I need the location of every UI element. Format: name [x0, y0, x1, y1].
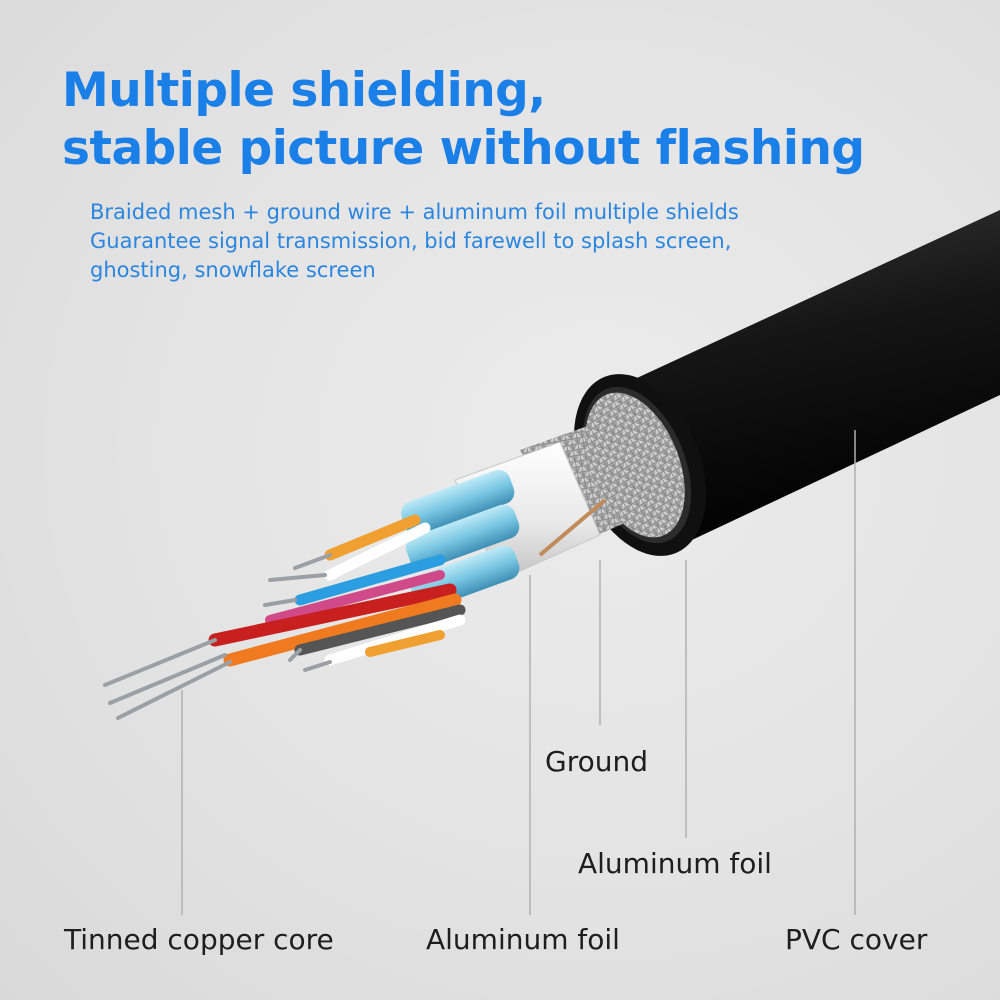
- tinned-copper-strands: [103, 553, 332, 720]
- description: Braided mesh + ground wire + aluminum fo…: [90, 198, 739, 285]
- label-ground: Ground: [545, 745, 648, 778]
- headline-line-1: Multiple shielding,: [62, 63, 546, 118]
- label-pvc-cover: PVC cover: [785, 923, 928, 956]
- label-tinned-copper-core: Tinned copper core: [64, 923, 334, 956]
- label-aluminum-foil-upper: Aluminum foil: [578, 847, 772, 880]
- label-aluminum-foil-lower: Aluminum foil: [426, 923, 620, 956]
- ground-wire: [538, 498, 607, 557]
- insulated-wires: [208, 514, 466, 667]
- description-line-2: Guarantee signal transmission, bid farew…: [90, 229, 732, 253]
- description-line-1: Braided mesh + ground wire + aluminum fo…: [90, 200, 739, 224]
- leader-lines: [181, 430, 856, 915]
- headline: Multiple shielding, stable picture witho…: [62, 62, 865, 178]
- description-line-3: ghosting, snowflake screen: [90, 258, 376, 282]
- headline-line-2: stable picture without flashing: [62, 121, 865, 176]
